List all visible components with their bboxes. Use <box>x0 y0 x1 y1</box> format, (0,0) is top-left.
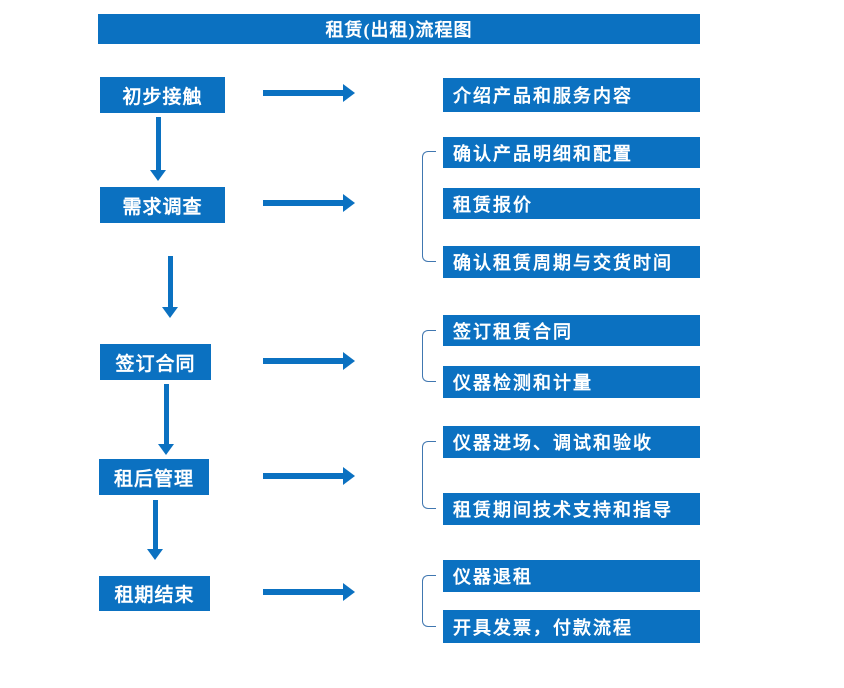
flowchart-title: 租赁(出租)流程图 <box>98 14 700 44</box>
item-box-instrument-arrival-debug-acceptance: 仪器进场、调试和验收 <box>443 426 700 458</box>
item-box-instrument-inspection-metering: 仪器检测和计量 <box>443 366 700 398</box>
step-box-rental-end: 租期结束 <box>99 576 210 611</box>
right-arrow-line <box>263 90 343 96</box>
group-bracket <box>422 441 436 509</box>
down-arrow-line <box>155 117 161 170</box>
step-box-initial-contact: 初步接触 <box>100 77 225 113</box>
item-box-confirm-product-details: 确认产品明细和配置 <box>443 137 700 168</box>
right-arrow-head <box>343 194 355 212</box>
down-arrow-head <box>150 170 166 181</box>
right-arrow-head <box>343 467 355 485</box>
item-box-invoice-payment-process: 开具发票，付款流程 <box>443 610 700 643</box>
right-arrow-icon <box>263 194 355 212</box>
down-arrow-line <box>152 500 158 549</box>
right-arrow-head <box>343 583 355 601</box>
right-arrow-line <box>263 473 343 479</box>
item-box-rental-quotation: 租赁报价 <box>443 188 700 219</box>
group-bracket <box>422 575 436 627</box>
down-arrow-icon <box>147 500 163 560</box>
right-arrow-line <box>263 200 343 206</box>
step-box-demand-survey: 需求调查 <box>100 187 225 223</box>
item-box-introduce-products-services: 介绍产品和服务内容 <box>443 78 700 112</box>
right-arrow-icon <box>263 352 355 370</box>
down-arrow-icon <box>158 384 174 455</box>
down-arrow-head <box>162 307 178 318</box>
right-arrow-icon <box>263 583 355 601</box>
right-arrow-line <box>263 589 343 595</box>
step-box-sign-contract: 签订合同 <box>100 344 211 380</box>
item-box-confirm-rental-period-delivery: 确认租赁周期与交货时间 <box>443 246 700 278</box>
down-arrow-icon <box>150 117 166 181</box>
item-box-instrument-return: 仪器退租 <box>443 560 700 592</box>
right-arrow-line <box>263 358 343 364</box>
item-box-sign-rental-contract: 签订租赁合同 <box>443 315 700 346</box>
step-box-post-rental-management: 租后管理 <box>99 459 209 495</box>
down-arrow-icon <box>162 256 178 318</box>
down-arrow-line <box>167 256 173 307</box>
down-arrow-line <box>163 384 169 444</box>
right-arrow-head <box>343 84 355 102</box>
right-arrow-icon <box>263 467 355 485</box>
group-bracket <box>422 151 436 262</box>
down-arrow-head <box>147 549 163 560</box>
item-box-technical-support-guidance: 租赁期间技术支持和指导 <box>443 493 700 525</box>
right-arrow-head <box>343 352 355 370</box>
group-bracket <box>422 330 436 382</box>
down-arrow-head <box>158 444 174 455</box>
right-arrow-icon <box>263 84 355 102</box>
